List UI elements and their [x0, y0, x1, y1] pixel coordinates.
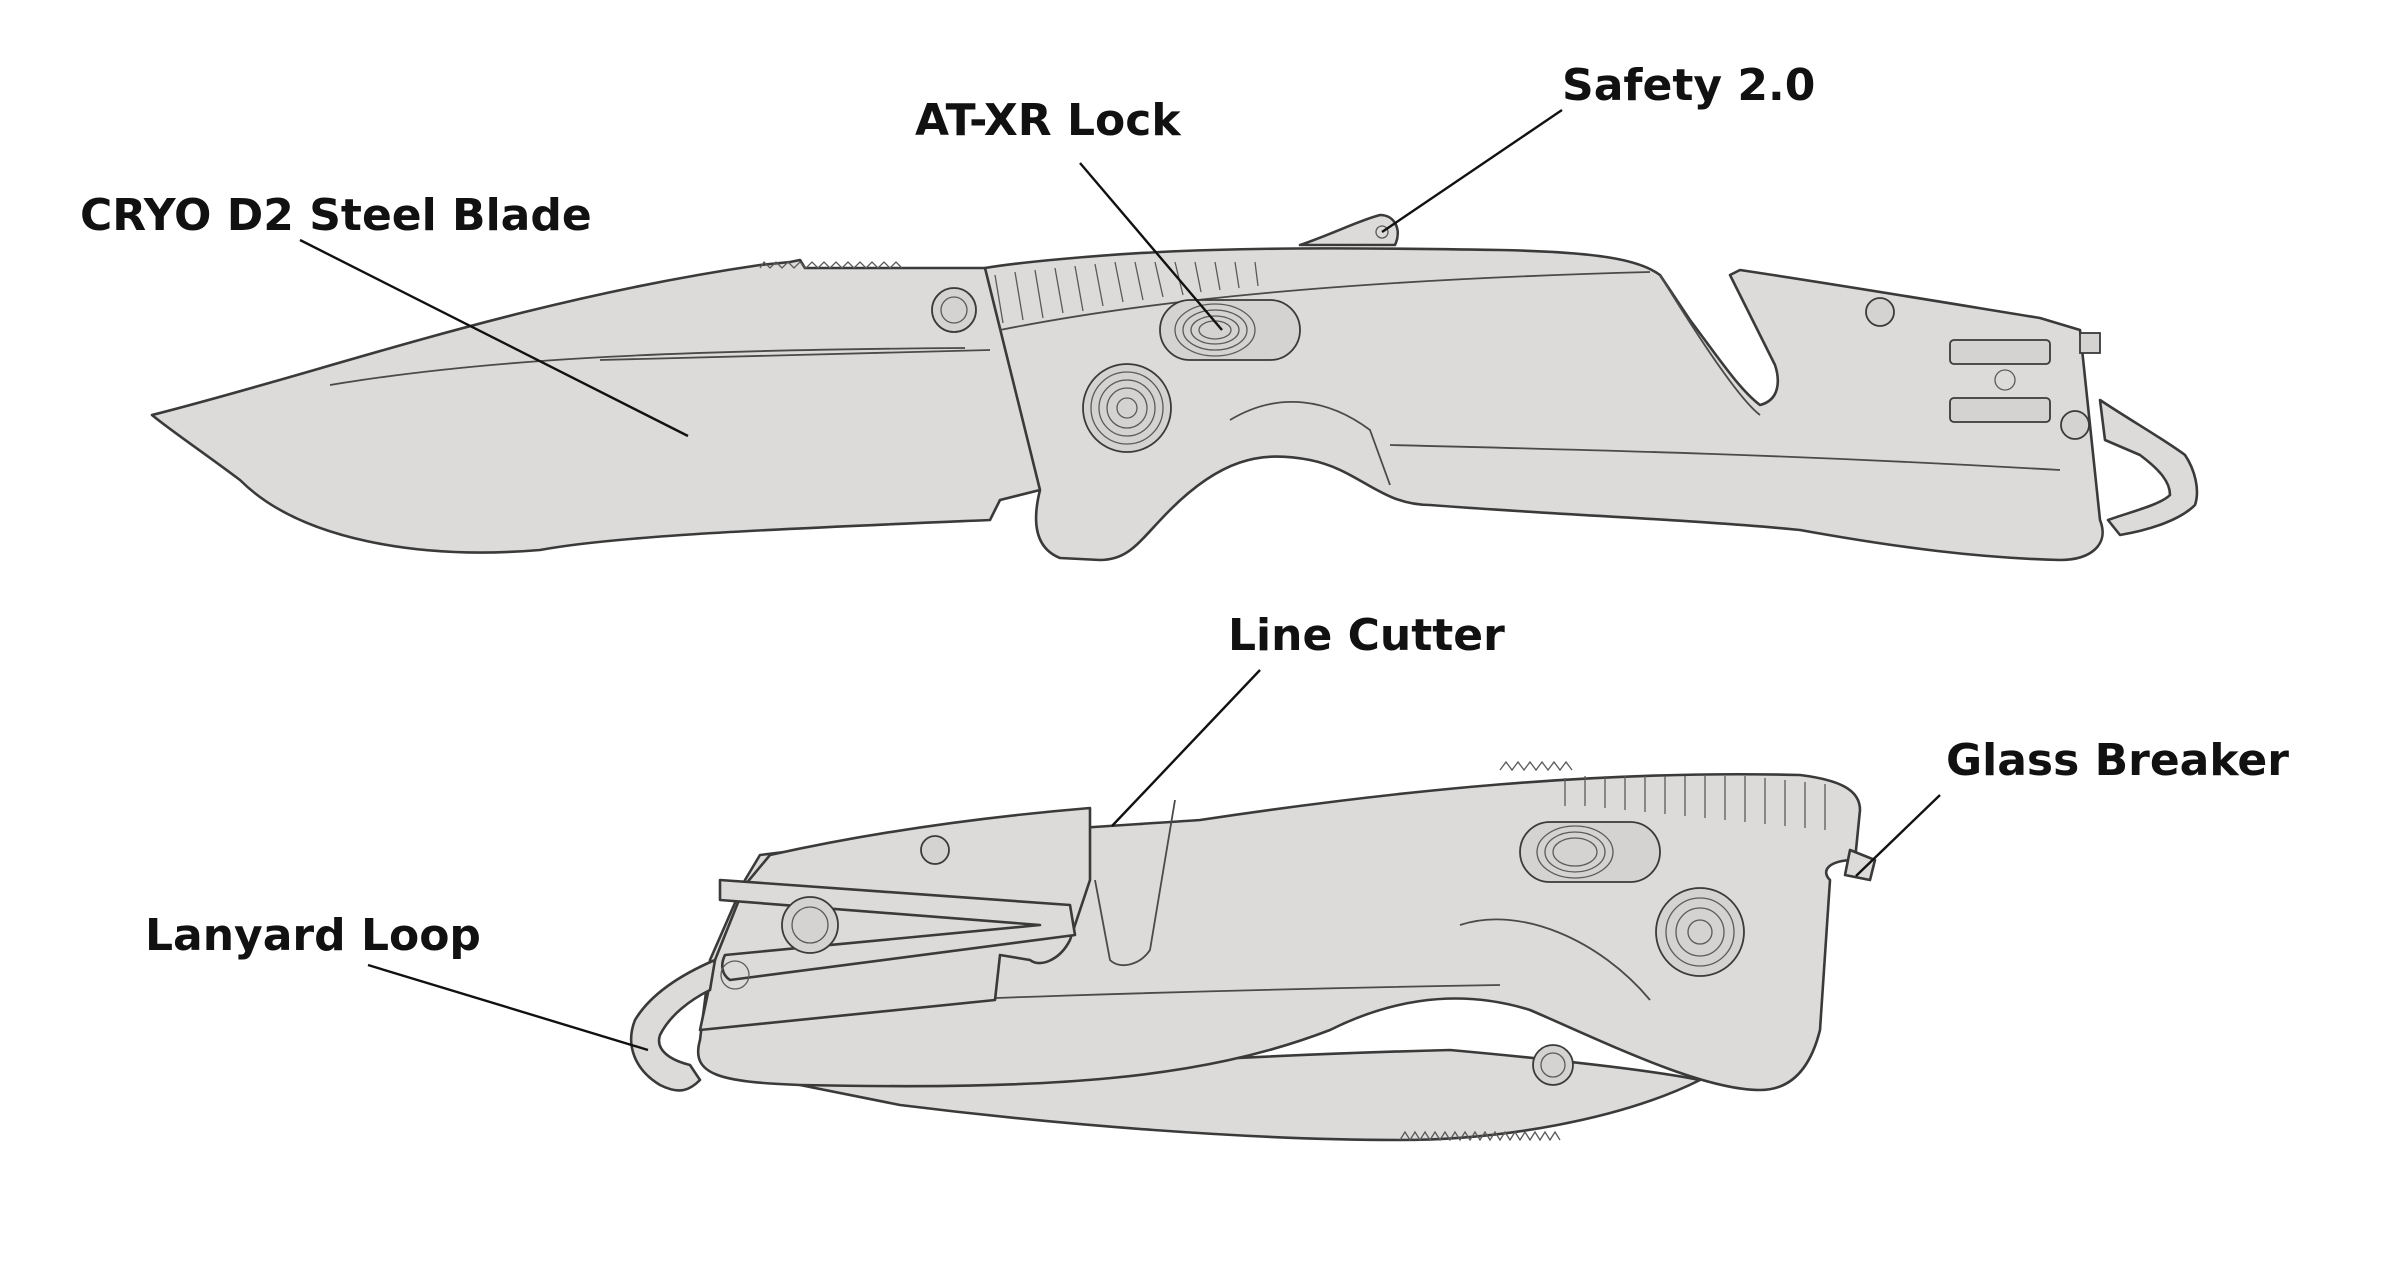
leader-lines: [299, 109, 1941, 1052]
at-xr-lock-slider: [1159, 299, 1301, 361]
lanyard-loop-bottom: [629, 958, 717, 1092]
lock-slider-bottom: [1519, 821, 1661, 883]
blade: [150, 258, 1042, 554]
grip-ridges-bottom: [1564, 776, 1826, 830]
pivot-screw-top: [1082, 363, 1172, 453]
pivot-screw-bottom: [1655, 887, 1745, 977]
lanyard-loop-top: [2098, 398, 2199, 537]
label-lanyard: Lanyard Loop: [145, 910, 481, 961]
clip-screw: [781, 896, 839, 954]
label-blade: CRYO D2 Steel Blade: [80, 190, 592, 241]
leader-safety: [1381, 109, 1563, 233]
leader-cutter: [1111, 669, 1261, 827]
leader-lanyard: [367, 963, 649, 1052]
label-cutter: Line Cutter: [1228, 610, 1505, 661]
leader-lock: [1079, 162, 1223, 331]
front-plate: [698, 806, 1092, 1032]
leader-blade: [299, 238, 689, 438]
grip-ridges-top: [994, 261, 1259, 324]
knife-closed-view: [629, 760, 1877, 1142]
label-safety: Safety 2.0: [1562, 60, 1815, 111]
knife-open-view: [150, 213, 2199, 562]
label-lock: AT-XR Lock: [915, 95, 1182, 146]
safety-tab: [1298, 213, 1400, 247]
leader-glass: [1855, 794, 1941, 877]
label-glass: Glass Breaker: [1946, 735, 2289, 786]
glass-breaker: [1843, 848, 1877, 882]
